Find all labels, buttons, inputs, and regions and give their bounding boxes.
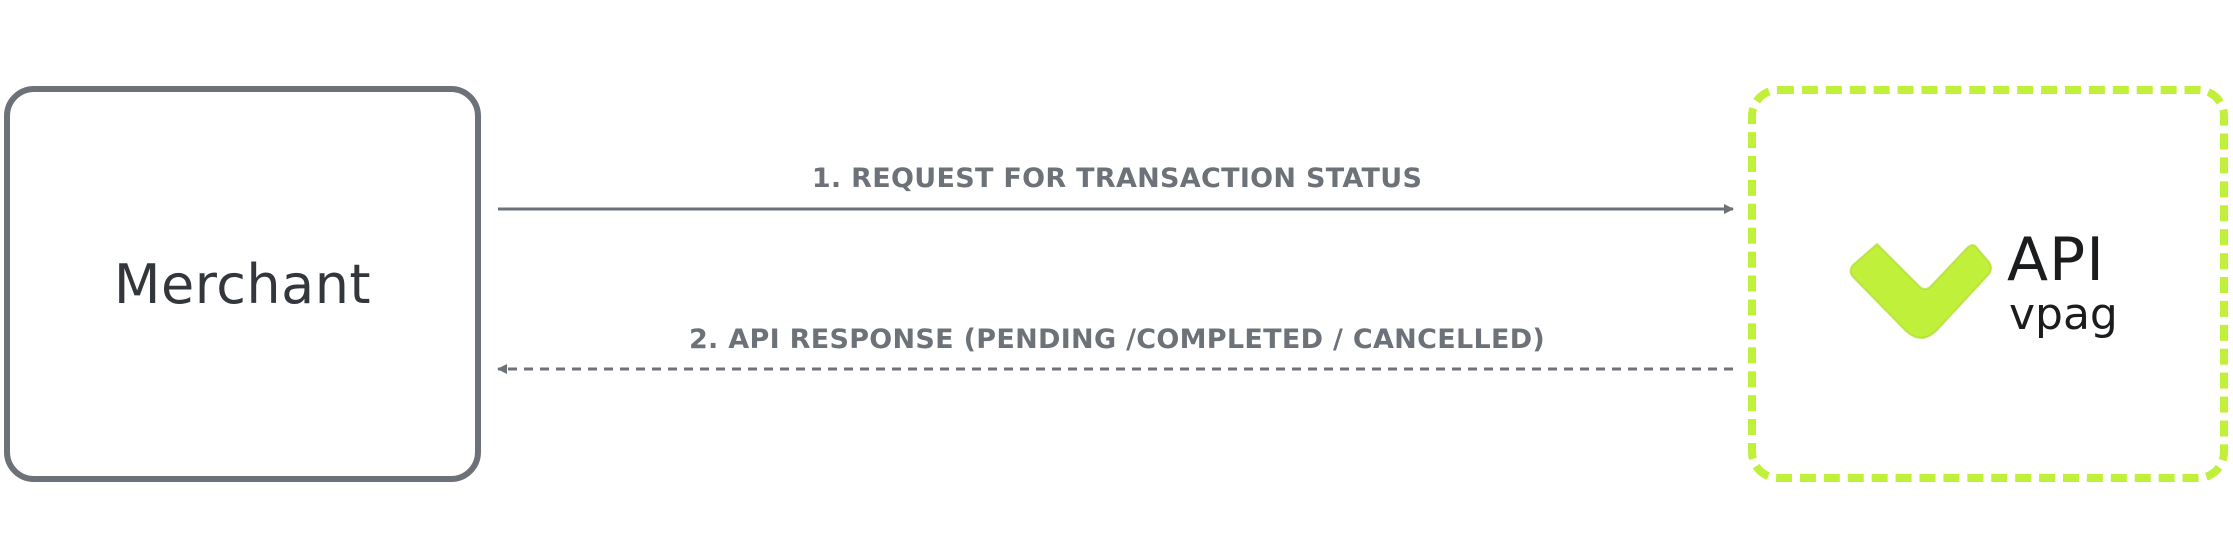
response-label: 2. API RESPONSE (PENDING /COMPLETED / CA… — [688, 324, 1546, 355]
merchant-node: Merchant — [4, 86, 481, 482]
request-label: 1. REQUEST FOR TRANSACTION STATUS — [811, 163, 1423, 194]
merchant-label: Merchant — [113, 252, 372, 316]
brand-api-text: API — [2007, 225, 2105, 295]
vpag-check-logo-icon — [1849, 242, 1992, 339]
brand-vpag-text: vpag — [2009, 289, 2118, 340]
api-node — [1748, 86, 2228, 482]
